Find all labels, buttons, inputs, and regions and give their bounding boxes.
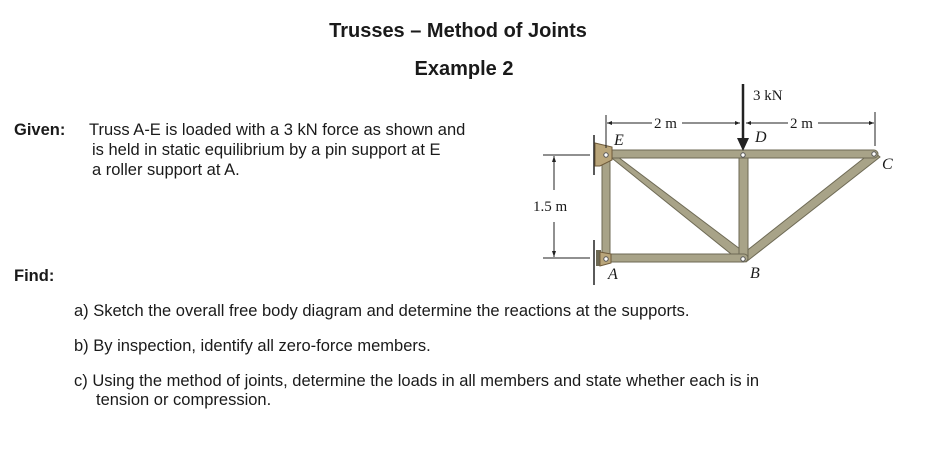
given-text: Truss A-E is loaded with a 3 kN force as… bbox=[89, 120, 569, 180]
dim-left-label: 2 m bbox=[654, 116, 677, 132]
find-list: a) Sketch the overall free body diagram … bbox=[74, 302, 759, 426]
horizontal-dimensions bbox=[605, 112, 876, 148]
given-line: a roller support at A. bbox=[92, 161, 240, 179]
dim-height-label: 1.5 m bbox=[533, 199, 568, 215]
roller-support-a bbox=[596, 250, 601, 266]
joint-label-b: B bbox=[750, 265, 760, 282]
member-ea bbox=[601, 152, 611, 260]
joint-b-pin bbox=[740, 256, 746, 262]
joint-e-pin bbox=[603, 152, 609, 158]
joint-label-d: D bbox=[754, 129, 767, 146]
joint-c-pin bbox=[871, 151, 877, 157]
given-line: is held in static equilibrium by a pin s… bbox=[92, 141, 441, 159]
find-item-c: c) Using the method of joints, determine… bbox=[74, 372, 759, 410]
member-db bbox=[738, 152, 749, 260]
joint-a-pin bbox=[603, 256, 609, 262]
member-eb bbox=[601, 150, 749, 263]
member-bc bbox=[739, 150, 881, 263]
find-item-a: a) Sketch the overall free body diagram … bbox=[74, 302, 759, 321]
find-item-text: a) Sketch the overall free body diagram … bbox=[74, 302, 690, 320]
joint-label-e: E bbox=[613, 132, 624, 149]
dim-right-label: 2 m bbox=[790, 116, 813, 132]
page-subtitle: Example 2 bbox=[414, 58, 514, 80]
find-label: Find: bbox=[14, 267, 55, 285]
find-item-text: tension or compression. bbox=[96, 391, 272, 409]
find-item-b: b) By inspection, identify all zero-forc… bbox=[74, 337, 759, 356]
given-label: Given: bbox=[14, 121, 66, 139]
page-title: Trusses – Method of Joints bbox=[329, 20, 587, 42]
joint-label-a: A bbox=[607, 266, 618, 283]
load-label: 3 kN bbox=[753, 88, 783, 104]
find-item-text: c) Using the method of joints, determine… bbox=[74, 372, 760, 390]
joint-d-pin bbox=[740, 152, 746, 158]
joint-label-c: C bbox=[882, 156, 893, 173]
truss-members bbox=[601, 149, 881, 263]
given-line: Truss A-E is loaded with a 3 kN force as… bbox=[89, 121, 466, 139]
find-item-text: b) By inspection, identify all zero-forc… bbox=[74, 337, 431, 355]
load-arrow-icon bbox=[737, 138, 749, 151]
member-ab bbox=[603, 253, 749, 263]
